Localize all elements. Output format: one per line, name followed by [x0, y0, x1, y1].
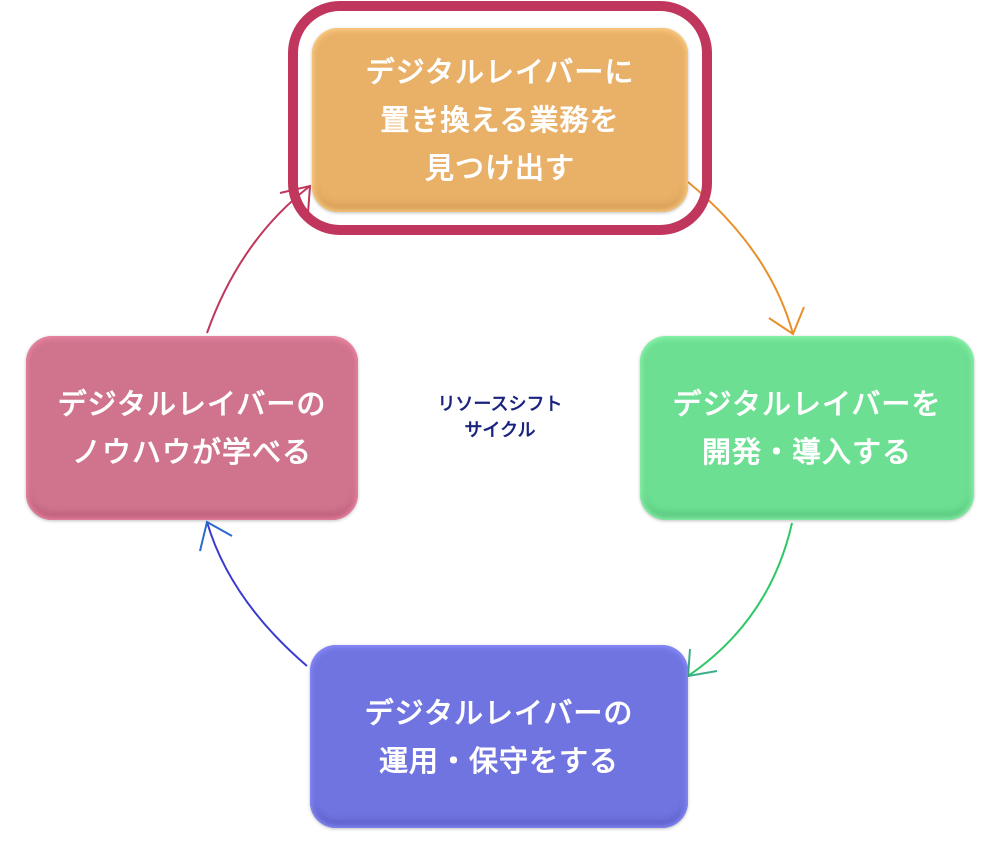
step-find-line-2: 置き換える業務を — [380, 103, 620, 137]
arrowhead-operate-to-learn — [199, 520, 233, 552]
step-develop-line-1: デジタルレイバーを — [672, 387, 942, 421]
step-develop-line-2: 開発・導入する — [701, 435, 912, 469]
arrow-operate-to-learn — [206, 521, 308, 667]
step-operate-line-2: 運用・保守をする — [378, 743, 619, 778]
step-operate: デジタルレイバーの 運用・保守をする — [310, 645, 688, 828]
arrowhead-develop-to-operate — [686, 648, 718, 678]
step-find-tasks: デジタルレイバーに 置き換える業務を 見つけ出す — [312, 28, 688, 212]
cycle-title: リソースシフト サイクル — [400, 392, 600, 444]
step-find-line-3: 見つけ出す — [424, 151, 575, 185]
arrow-develop-to-operate — [687, 522, 793, 677]
step-learn-line-1: デジタルレイバーの — [57, 387, 327, 421]
cycle-title-line-2: サイクル — [464, 420, 536, 441]
step-find-line-1: デジタルレイバーに — [365, 55, 635, 89]
arrowhead-find-to-develop — [768, 306, 805, 336]
step-develop: デジタルレイバーを 開発・導入する — [640, 336, 974, 520]
step-learn-line-2: ノウハウが学べる — [71, 435, 312, 469]
highlight-frame — [288, 1, 712, 235]
step-learn: デジタルレイバーの ノウハウが学べる — [26, 336, 358, 520]
step-operate-line-1: デジタルレイバーの — [364, 695, 634, 730]
cycle-title-line-1: リソースシフト — [437, 394, 563, 415]
